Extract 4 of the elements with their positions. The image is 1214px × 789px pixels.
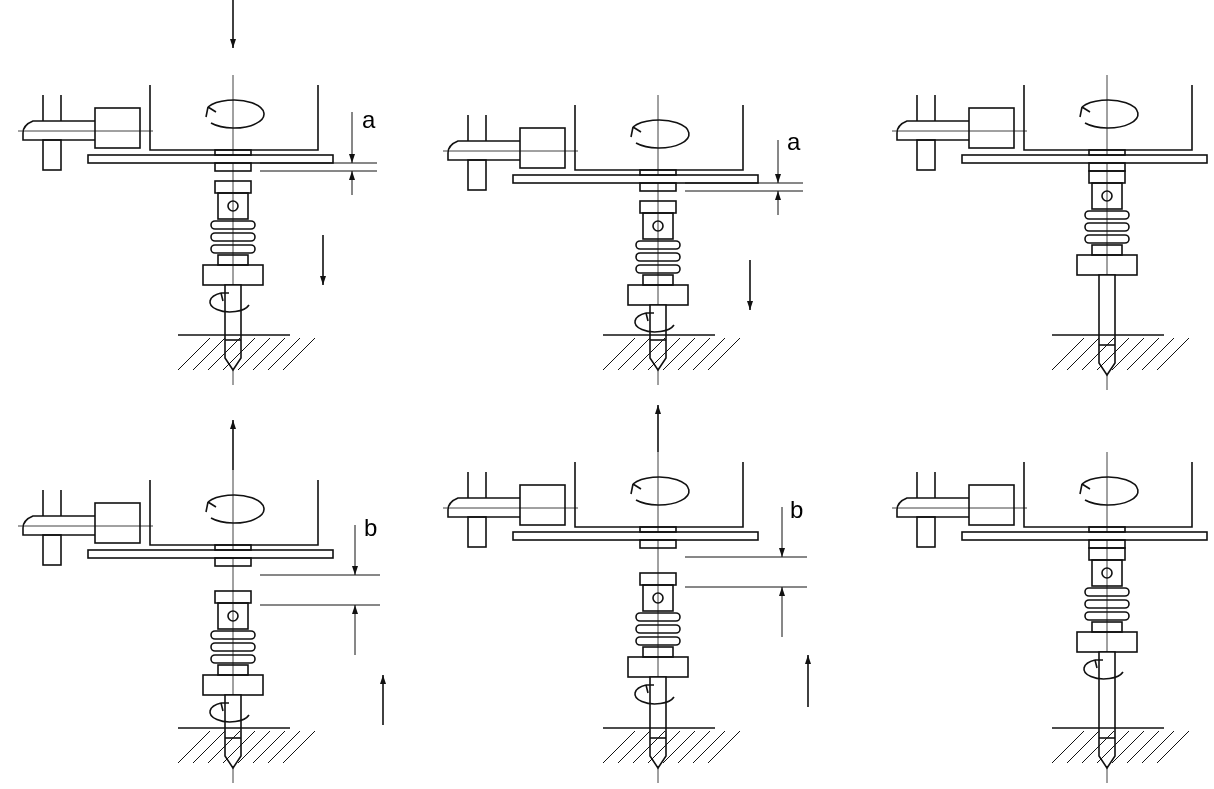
dimension-label: b [364,516,378,540]
dimension-label: b [790,498,804,522]
dimension-label: a [787,130,801,154]
dimension-label: a [362,108,376,132]
